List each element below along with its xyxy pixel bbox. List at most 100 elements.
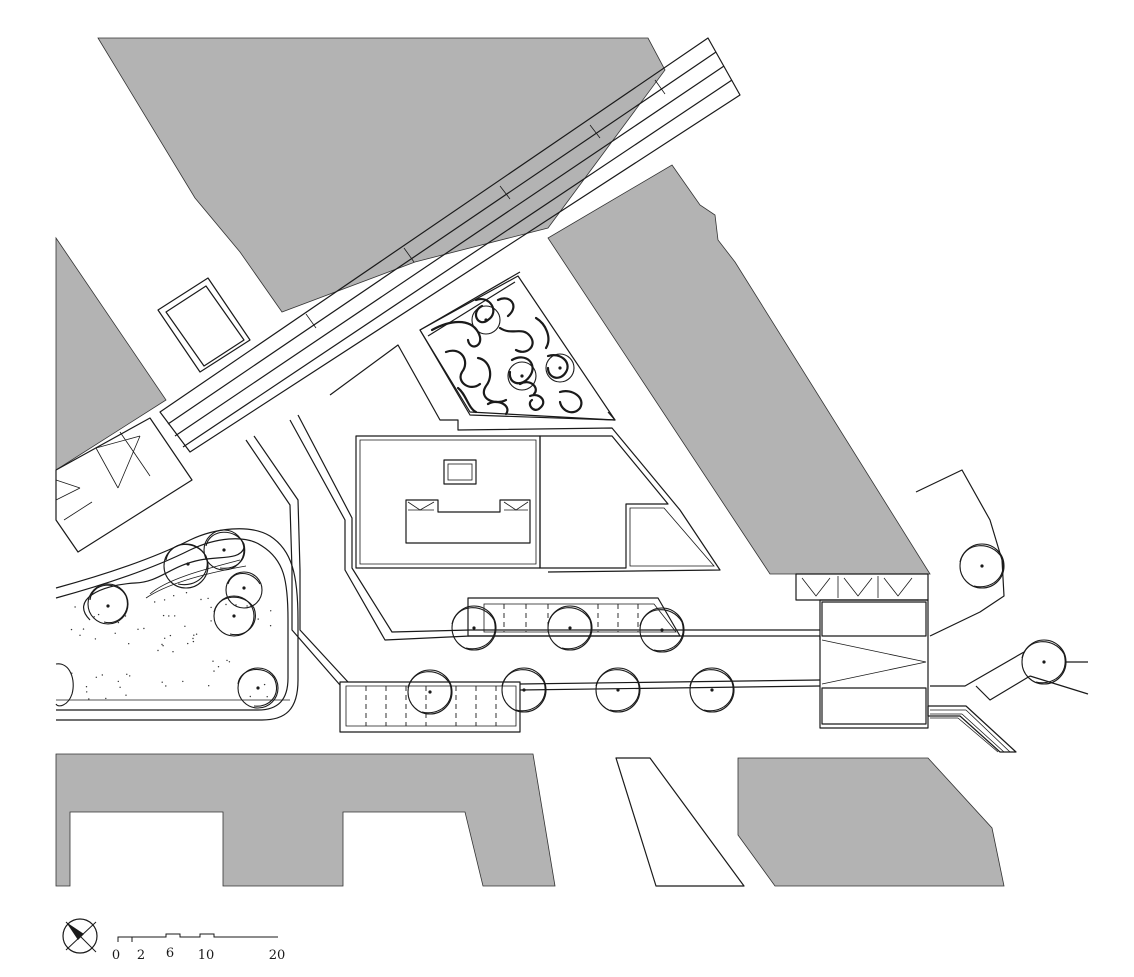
tree bbox=[87, 583, 129, 625]
tree bbox=[213, 595, 256, 637]
speckle bbox=[161, 643, 163, 646]
building-north bbox=[97, 37, 666, 313]
speckle bbox=[168, 615, 170, 617]
speckle bbox=[192, 640, 195, 643]
speckle bbox=[172, 651, 174, 653]
speckle bbox=[137, 628, 139, 630]
paved-strips bbox=[339, 597, 681, 733]
pavilion bbox=[355, 435, 541, 569]
left-plaza bbox=[55, 528, 299, 721]
speckle bbox=[192, 637, 194, 640]
speckle bbox=[101, 674, 104, 676]
speckle bbox=[257, 618, 259, 620]
buildings bbox=[55, 37, 1005, 887]
tree bbox=[203, 529, 246, 571]
speckle bbox=[174, 615, 176, 617]
speckle bbox=[182, 680, 184, 683]
speckle bbox=[86, 691, 88, 693]
speckle bbox=[163, 599, 166, 601]
plaza-texture bbox=[70, 592, 272, 700]
speckle bbox=[74, 606, 76, 608]
scale-label: 20 bbox=[269, 948, 286, 963]
tree bbox=[507, 361, 537, 391]
speckle bbox=[169, 634, 172, 637]
speckle bbox=[266, 696, 268, 698]
tree bbox=[237, 667, 279, 709]
speckle bbox=[117, 680, 120, 683]
speckle bbox=[164, 637, 166, 639]
speckle bbox=[143, 627, 145, 630]
speckle bbox=[125, 694, 127, 696]
speckle bbox=[200, 598, 202, 601]
north-arrow-icon bbox=[62, 918, 98, 954]
building-west bbox=[55, 236, 167, 471]
building-south-west bbox=[55, 753, 556, 887]
tree bbox=[547, 605, 593, 651]
scale-label: 2 bbox=[137, 948, 145, 963]
speckle bbox=[82, 628, 85, 630]
speckle bbox=[173, 595, 175, 597]
speckle bbox=[161, 681, 163, 683]
speckle bbox=[249, 695, 251, 698]
speckle bbox=[117, 621, 120, 624]
speckle bbox=[124, 615, 127, 617]
tree bbox=[163, 543, 209, 589]
east-structure bbox=[795, 573, 1017, 753]
speckle bbox=[94, 638, 97, 640]
tree bbox=[689, 667, 735, 713]
building-south-east bbox=[737, 757, 1005, 887]
scale-label: 0 bbox=[112, 948, 120, 963]
tree bbox=[595, 667, 641, 713]
diagonal-bridge bbox=[159, 37, 741, 453]
speckle bbox=[269, 625, 272, 627]
speckle bbox=[85, 686, 88, 688]
speckle bbox=[246, 605, 248, 607]
speckle bbox=[88, 698, 90, 700]
speckle bbox=[93, 616, 95, 618]
speckle bbox=[162, 614, 165, 617]
speckle bbox=[128, 643, 130, 645]
speckle bbox=[193, 634, 195, 636]
speckle bbox=[187, 642, 189, 645]
tree bbox=[639, 607, 685, 653]
speckle bbox=[97, 613, 100, 616]
trees bbox=[55, 305, 1089, 715]
central-plaza bbox=[329, 271, 721, 573]
building-northeast bbox=[547, 164, 931, 575]
garden-bed bbox=[419, 275, 616, 421]
tree bbox=[225, 571, 263, 609]
speckle bbox=[212, 660, 214, 662]
speckle bbox=[195, 633, 198, 635]
tree bbox=[407, 669, 453, 715]
speckle bbox=[210, 606, 212, 609]
speckle bbox=[184, 625, 186, 627]
speckle bbox=[225, 603, 227, 606]
speckle bbox=[270, 610, 272, 612]
tree bbox=[959, 543, 1005, 589]
speckle bbox=[157, 649, 159, 652]
speckle bbox=[70, 628, 73, 631]
speckle bbox=[165, 685, 167, 687]
speckle bbox=[79, 634, 81, 636]
tree bbox=[1021, 639, 1089, 695]
speckle bbox=[235, 604, 237, 606]
tree bbox=[501, 667, 547, 713]
tree bbox=[471, 305, 501, 335]
speckle bbox=[208, 685, 210, 687]
speckle bbox=[129, 675, 131, 677]
scale-label: 10 bbox=[198, 948, 215, 963]
speckle bbox=[71, 672, 73, 674]
speckle bbox=[114, 632, 116, 634]
speckle bbox=[207, 597, 209, 600]
speckle bbox=[154, 601, 156, 603]
speckle bbox=[210, 620, 212, 622]
bridge-outline bbox=[159, 37, 741, 453]
tree bbox=[55, 663, 74, 707]
speckle bbox=[263, 683, 266, 686]
speckle bbox=[95, 676, 98, 678]
speckle bbox=[185, 592, 188, 594]
scale-label: 6 bbox=[166, 946, 174, 961]
speckle bbox=[105, 697, 107, 700]
speckle bbox=[217, 666, 220, 668]
